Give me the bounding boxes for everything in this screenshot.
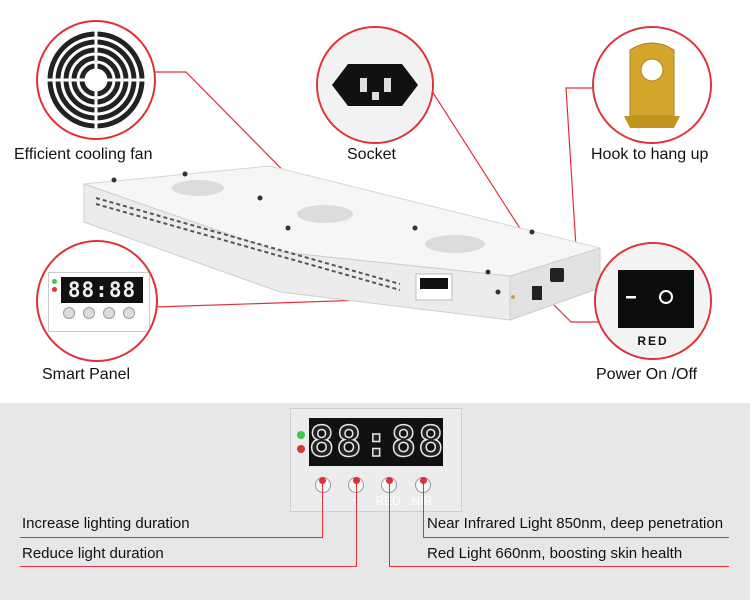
mini-panel: 88:88 [48, 272, 150, 332]
smart-panel-callout: 88:88 [36, 240, 158, 362]
digital-display: 88:88 [308, 417, 446, 467]
power-socket-icon [318, 28, 432, 142]
control-panel-detail: 88:88 + − RED NIR Increase lighting dura… [0, 403, 750, 600]
red-function-text: Red Light 660nm, boosting skin health [427, 545, 683, 562]
dot-increase [319, 477, 326, 484]
mini-red-indicator [52, 287, 57, 292]
button-label-red: RED [375, 494, 401, 508]
hook-icon [594, 28, 710, 142]
red-indicator [297, 445, 305, 453]
cooling-fan-callout [36, 20, 156, 140]
rocker-switch-icon [596, 244, 710, 358]
leader-increase-h [20, 537, 323, 538]
button-label-minus: − [351, 493, 359, 507]
leader-red [389, 480, 390, 567]
dot-nir [420, 477, 427, 484]
power-switch-callout: RED [594, 242, 712, 360]
reduce-duration-text: Reduce light duration [22, 545, 164, 562]
leader-reduce [356, 480, 357, 567]
fan-icon [44, 28, 148, 132]
increase-duration-text: Increase lighting duration [22, 515, 190, 532]
socket-callout [316, 26, 434, 144]
panel-face: 88:88 + − RED NIR [290, 408, 462, 512]
button-label-plus: + [312, 493, 332, 507]
dot-reduce [353, 477, 360, 484]
leader-reduce-h [20, 566, 357, 567]
socket-label: Socket [347, 146, 396, 163]
hook-callout [592, 26, 712, 144]
dot-red [386, 477, 393, 484]
leader-nir [423, 480, 424, 538]
leader-increase [322, 480, 323, 538]
green-indicator [297, 431, 305, 439]
nir-function-text: Near Infrared Light 850nm, deep penetrat… [427, 515, 724, 532]
mini-display: 88:88 [61, 277, 143, 303]
smart-panel-label: Smart Panel [42, 366, 131, 383]
fan-label: Efficient cooling fan [14, 146, 153, 163]
mini-green-indicator [52, 279, 57, 284]
switch-label: RED [637, 334, 669, 348]
button-label-nir: NIR [411, 494, 433, 508]
leader-red-h [389, 566, 729, 567]
mini-buttons [61, 307, 145, 319]
leader-nir-h [423, 537, 729, 538]
power-label: Power On /Off [596, 366, 698, 383]
led-panel-device [83, 165, 602, 321]
hook-label: Hook to hang up [591, 146, 709, 163]
